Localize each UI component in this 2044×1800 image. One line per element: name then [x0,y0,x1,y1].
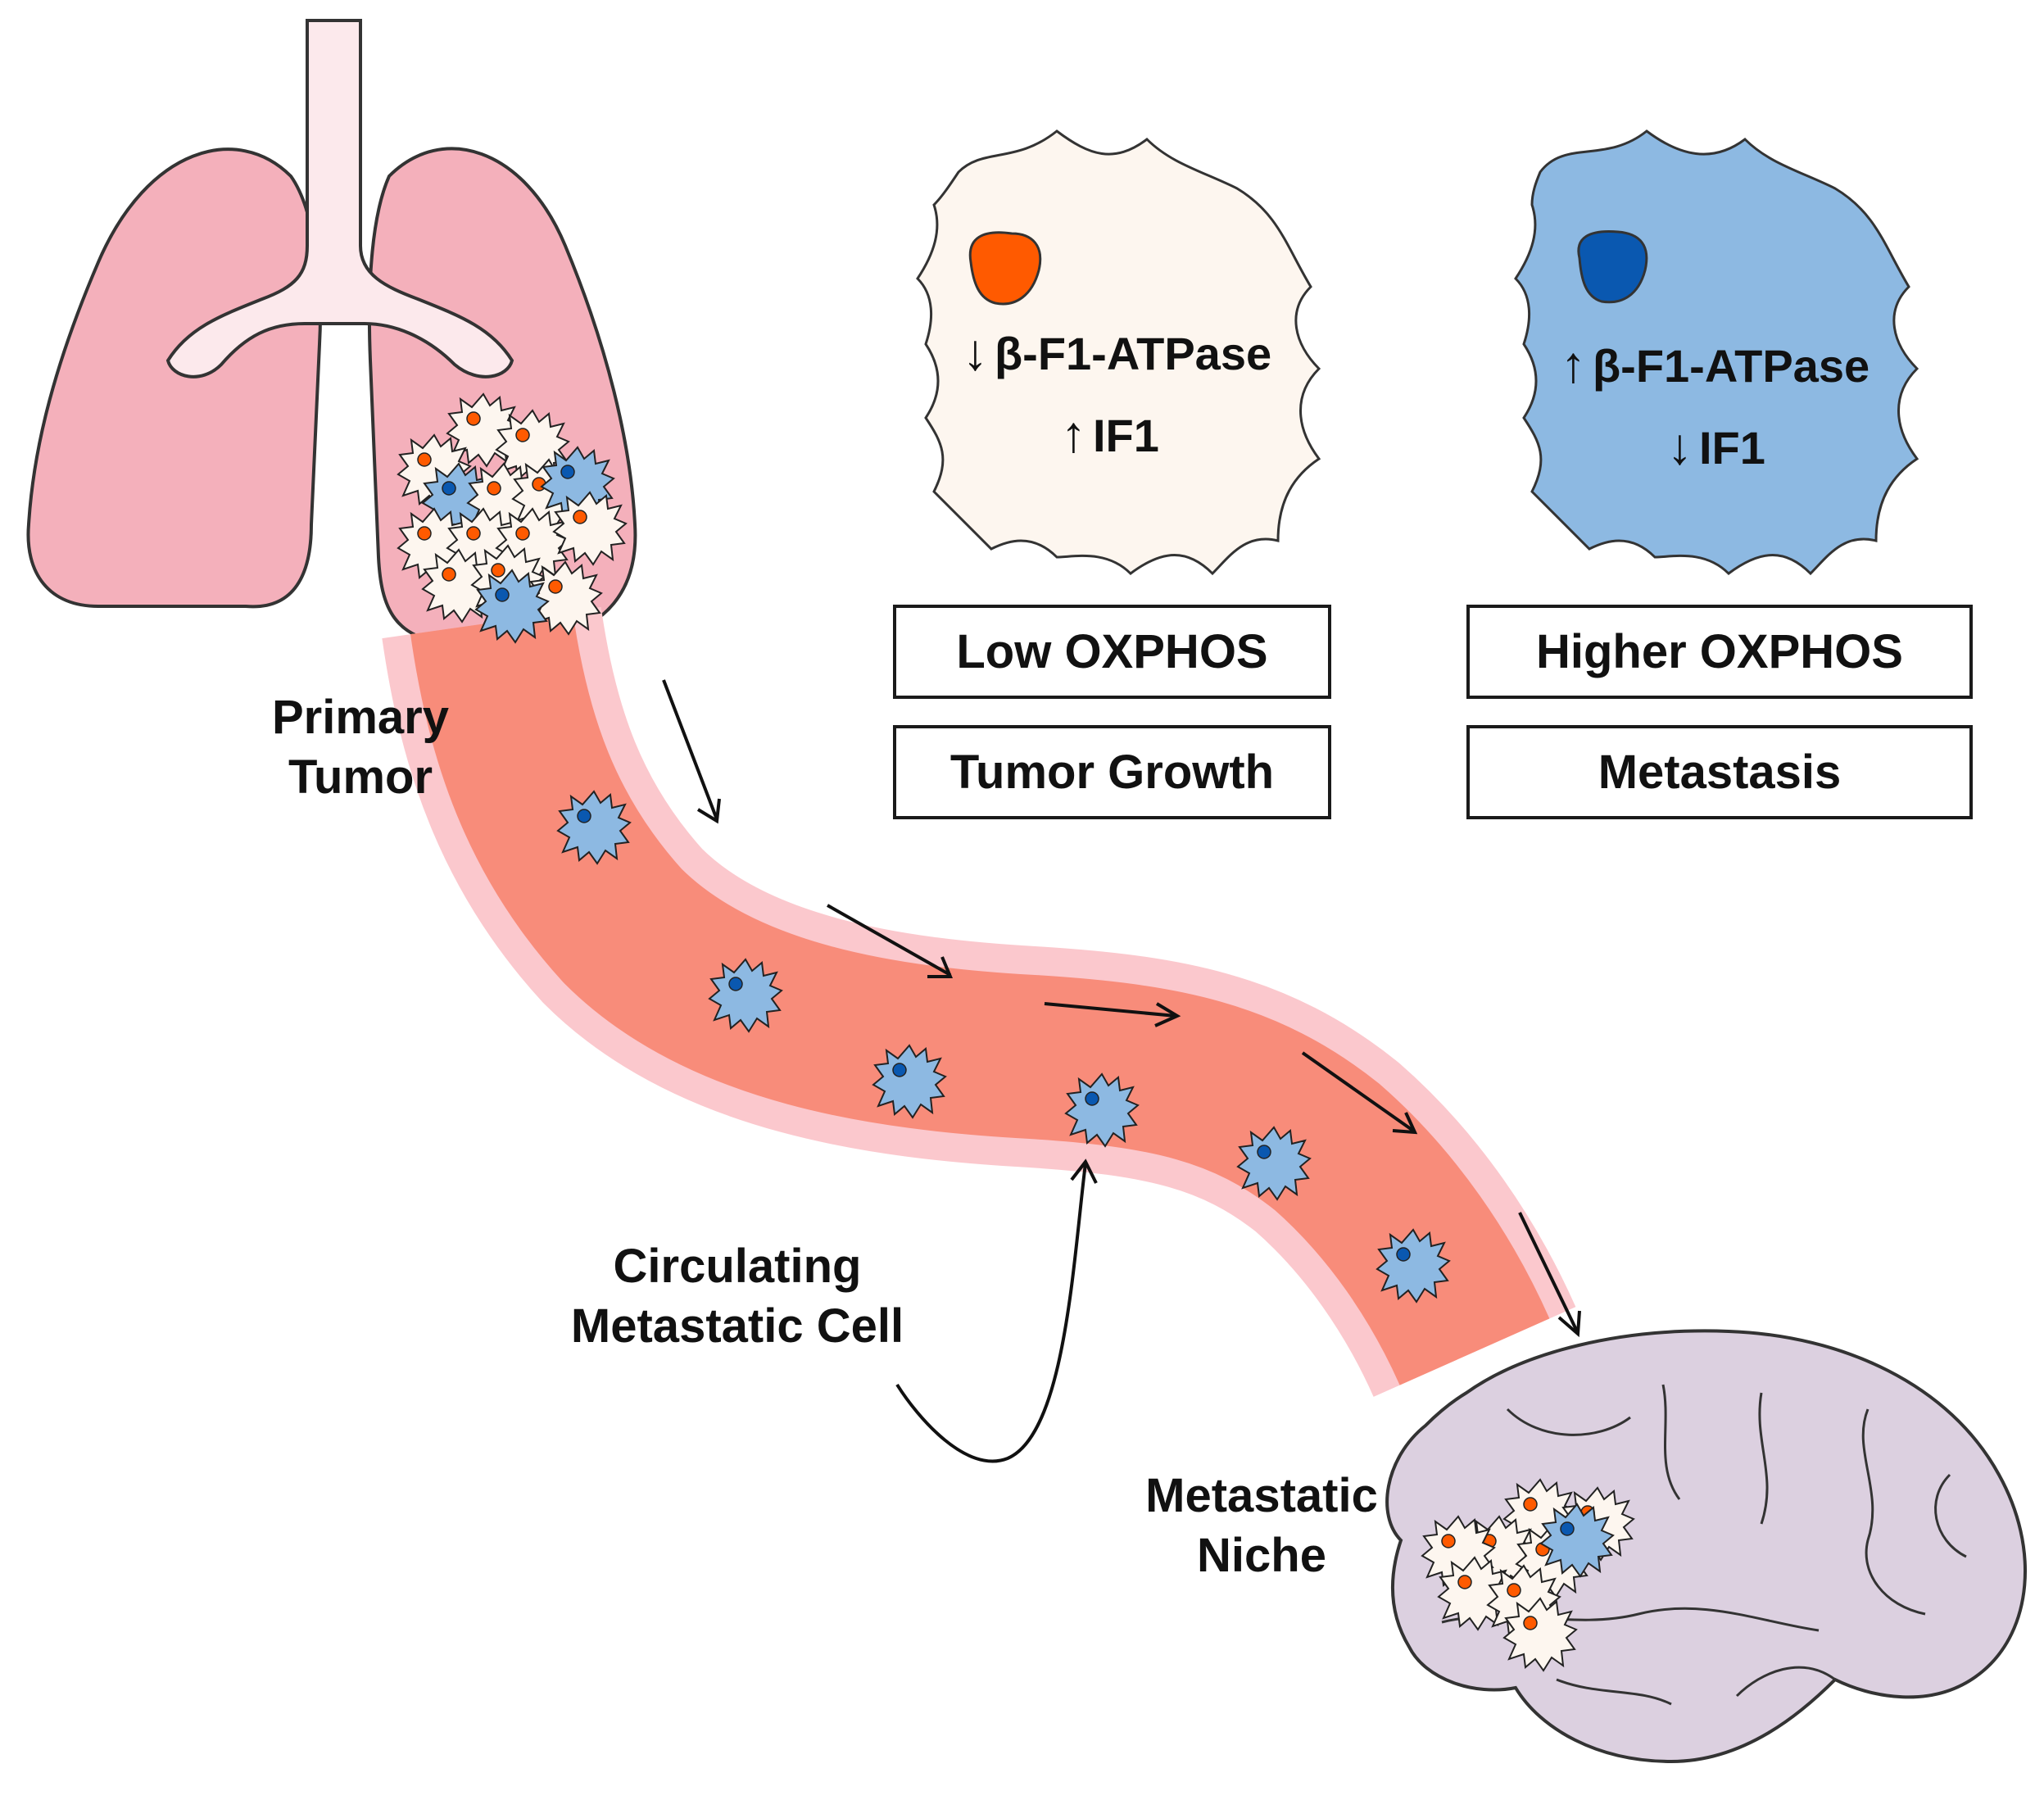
marker-label: IF1 [1093,410,1159,461]
high-oxphos-cell-icon [1514,129,1919,576]
low-beta-f1-atpase-marker: ↓β-F1-ATPase [963,324,1271,382]
up-arrow-icon: ↑ [1561,337,1586,393]
metastasis-box: Metastasis [1466,725,1973,819]
tumor-growth-box: Tumor Growth [893,725,1331,819]
up-arrow-icon: ↑ [1061,406,1086,463]
blood-vessel-icon [382,606,1576,1398]
primary-tumor-label: Primary Tumor [271,691,450,804]
higher-oxphos-box: Higher OXPHOS [1466,605,1973,699]
marker-label: β-F1-ATPase [995,328,1272,379]
metastatic-niche-label: Metastatic Niche [1145,1469,1378,1582]
down-arrow-icon: ↓ [1667,419,1693,475]
low-oxphos-cell-icon [916,129,1321,576]
marker-label: IF1 [1699,422,1765,474]
marker-label: β-F1-ATPase [1593,340,1870,392]
circulating-cell-label: Circulating Metastatic Cell [570,1240,904,1353]
high-beta-f1-atpase-marker: ↑β-F1-ATPase [1561,336,1870,394]
high-if1-marker: ↓IF1 [1667,418,1765,476]
flow-arrows [662,679,1581,1463]
low-oxphos-box: Low OXPHOS [893,605,1331,699]
down-arrow-icon: ↓ [963,324,988,381]
low-if1-marker: ↑IF1 [1061,406,1159,464]
